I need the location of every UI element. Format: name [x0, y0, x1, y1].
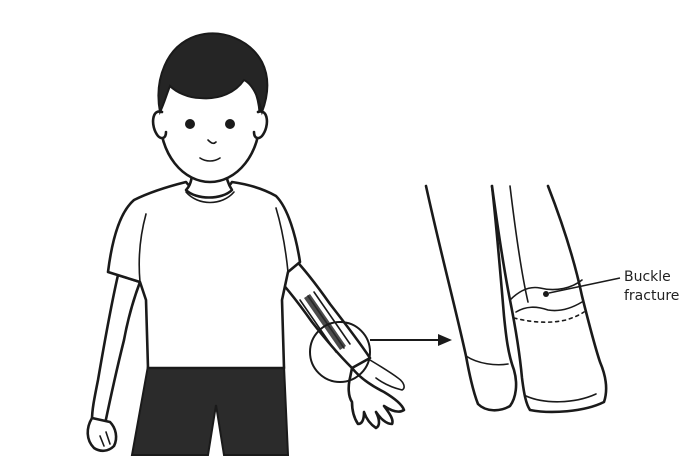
right-eye	[225, 119, 235, 129]
shorts	[132, 366, 288, 455]
zoomed-bone-view	[426, 186, 620, 412]
callout-line-2: fracture	[624, 287, 679, 306]
child-figure	[88, 34, 404, 455]
left-arm	[92, 275, 140, 424]
t-shirt	[108, 182, 300, 368]
callout-line-1: Buckle	[624, 268, 679, 287]
left-eye	[185, 119, 195, 129]
left-hand	[88, 418, 116, 451]
zoom-arrow	[370, 334, 452, 346]
fracture-point	[543, 291, 549, 297]
buckle-fracture-label: Buckle fracture	[624, 268, 679, 306]
